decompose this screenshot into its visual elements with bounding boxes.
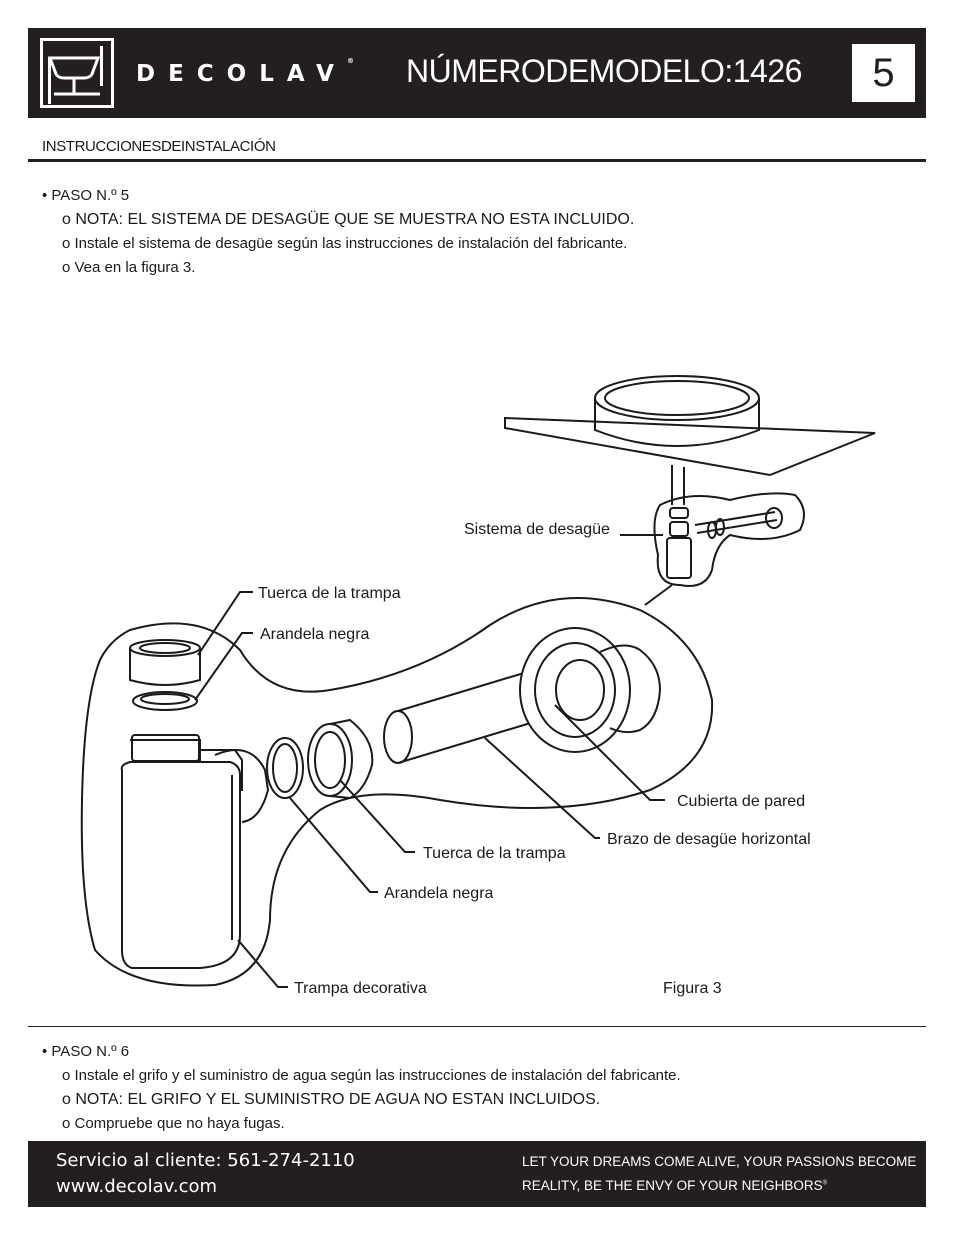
label-arandela-bottom: Arandela negra — [384, 885, 494, 902]
section-title: INSTRUCCIONESDEINSTALACIÓN — [42, 138, 276, 155]
trap-body-shape — [120, 761, 241, 969]
trap-thread — [131, 734, 200, 762]
page-header: DECOLAV® NÚMERODEMODELO:1426 5 — [28, 28, 926, 118]
website-link[interactable]: www.decolav.com — [56, 1176, 218, 1197]
label-trampa: Trampa decorativa — [294, 980, 427, 997]
step-5-item: o NOTA: EL SISTEMA DE DESAGÜE QUE SE MUE… — [62, 211, 635, 228]
slogan-line-2: REALITY, BE THE ENVY OF YOUR NEIGHBORS® — [522, 1178, 828, 1193]
label-brazo: Brazo de desagüe horizontal — [607, 831, 811, 848]
customer-service-phone: Servicio al cliente: 561-274-2110 — [56, 1150, 355, 1171]
page-footer: Servicio al cliente: 561-274-2110 www.de… — [28, 1141, 926, 1207]
label-sistema: Sistema de desagüe — [464, 521, 610, 538]
slogan-line-1: LET YOUR DREAMS COME ALIVE, YOUR PASSION… — [522, 1154, 917, 1169]
figure-caption: Figura 3 — [663, 980, 722, 997]
step-5-item: o Instale el sistema de desagüe según la… — [62, 235, 628, 252]
label-tuerca-bottom: Tuerca de la trampa — [423, 845, 566, 862]
decolav-logo-icon — [40, 38, 114, 108]
label-tuerca-top: Tuerca de la trampa — [258, 585, 401, 602]
step-divider — [28, 1026, 926, 1027]
step-6-title: • PASO N.º 6 — [42, 1043, 130, 1060]
section-divider — [28, 159, 926, 162]
label-arandela-top: Arandela negra — [260, 626, 370, 643]
label-cubierta: Cubierta de pared — [677, 793, 805, 810]
model-title: NÚMERODEMODELO:1426 — [406, 53, 802, 89]
small-callout-bubble — [653, 492, 805, 587]
step-5-title: • PASO N.º 5 — [42, 187, 130, 204]
step-5-item: o Vea en la figura 3. — [62, 259, 196, 276]
page-number: 5 — [852, 44, 915, 102]
wall-plate-shape — [519, 627, 631, 753]
step-6-item: o Compruebe que no haya fugas. — [62, 1115, 285, 1132]
large-callout-bubble — [80, 597, 714, 987]
step-6: • PASO N.º 6 o Instale el grifo y el sum… — [42, 1040, 681, 1136]
step-5: • PASO N.º 5 o NOTA: EL SISTEMA DE DESAG… — [42, 184, 634, 280]
vessel-sink-shape — [594, 375, 760, 421]
step-6-item: o NOTA: EL GRIFO Y EL SUMINISTRO DE AGUA… — [62, 1091, 601, 1108]
brand-name: DECOLAV® — [136, 57, 354, 87]
step-6-item: o Instale el grifo y el suministro de ag… — [62, 1067, 681, 1084]
